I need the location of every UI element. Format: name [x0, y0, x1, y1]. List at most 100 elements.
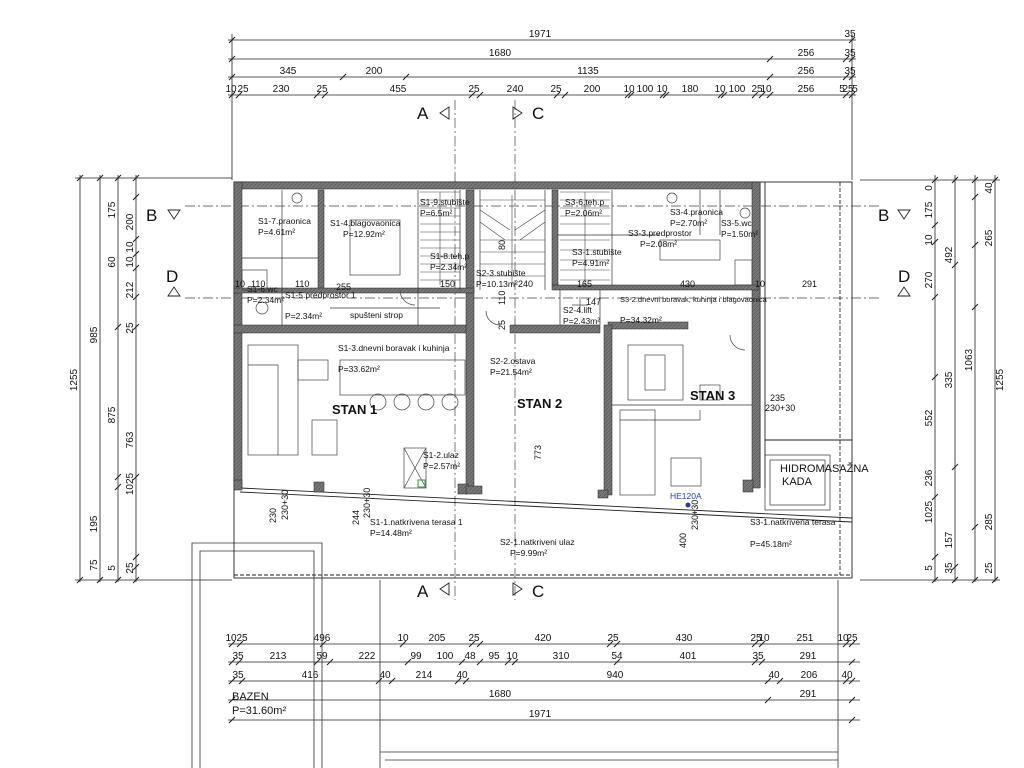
- room-labels: S1-7.praonica P=4.61m² S1-4.blagovaonica…: [247, 197, 836, 558]
- dim-in-230-30c: 230+30: [280, 490, 290, 520]
- dim-in-110c: 110: [497, 291, 507, 305]
- room-s3-5-name: S3-5.wc: [721, 218, 752, 228]
- dim-right-1025: 1025: [924, 500, 935, 523]
- room-s1-6-name: S1-6.wc: [247, 284, 278, 294]
- dim-right-175: 175: [924, 201, 935, 218]
- dim-bot-r2-12: 35: [752, 651, 764, 662]
- dim-in-80: 80: [497, 240, 507, 250]
- dim-top-r4-0: 10: [225, 84, 237, 95]
- dim-bot-r1-0: 10: [225, 633, 237, 644]
- dim-top-r4-3: 25: [316, 84, 328, 95]
- dim-in-235: 235: [770, 393, 785, 403]
- dim-bot-r1-8: 430: [676, 633, 693, 644]
- room-s2-1-name: S2-1.natkriveni ulaz: [500, 537, 575, 547]
- room-s1-1-name: S1-1.natkrivena terasa 1: [370, 517, 463, 527]
- dim-top-r4-17: 256: [798, 84, 815, 95]
- dim-bot-r1-5: 25: [468, 633, 480, 644]
- dim-bot-r2-6: 48: [464, 651, 476, 662]
- dim-in-230: 230: [268, 508, 278, 523]
- section-d-left: D: [166, 267, 178, 286]
- dim-bot-r1-12: 10: [837, 633, 849, 644]
- section-c-bottom: C: [532, 582, 544, 601]
- dim-bot-r3-8: 40: [841, 670, 853, 681]
- dim-in-291: 291: [802, 279, 817, 289]
- dim-bot-r1-11: 251: [797, 633, 814, 644]
- room-s1-3-name: S1-3.dnevni boravak i kuhinja: [338, 343, 450, 353]
- dim-top-1680: 1680: [489, 48, 512, 59]
- room-s2-2-area: P=21.54m²: [490, 367, 532, 377]
- room-s3-2-area: P=34.32m²: [620, 315, 662, 325]
- dim-in-230-30b: 230+30: [362, 488, 372, 518]
- dim-left-875: 875: [107, 406, 118, 423]
- room-s3-3-name: S3-3.predprostor: [628, 228, 692, 238]
- dim-right-157: 157: [944, 531, 955, 548]
- dim-left-5: 5: [107, 565, 118, 571]
- dim-top-35a: 35: [844, 29, 856, 40]
- dim-bot-r1-3: 10: [397, 633, 409, 644]
- dim-bot-r2-5: 100: [437, 651, 454, 662]
- room-s3-4-name: S3-4.praonica: [670, 207, 723, 217]
- room-s2-4-name: S2-4.lift: [563, 305, 592, 315]
- dim-top-r4-2: 230: [273, 84, 290, 95]
- dim-right-40: 40: [984, 182, 995, 194]
- dim-top-256b: 256: [798, 66, 815, 77]
- room-s2-3-area: P=10.13m²: [476, 279, 518, 289]
- room-s3-4-area: P=2.70m²: [670, 218, 707, 228]
- dim-right-1255: 1255: [995, 368, 1006, 391]
- top-dimension-values: 1971 35 1680 256 35 345 200 1135 256 35 …: [225, 29, 858, 95]
- dim-bot-r2-8: 10: [506, 651, 518, 662]
- dim-bot-r2-13: 291: [800, 651, 817, 662]
- hot-tub-label-2: KADA: [782, 476, 813, 488]
- apartment-labels: STAN 1 STAN 2 STAN 3: [332, 388, 735, 417]
- left-dimension-chain: [75, 174, 232, 584]
- section-d-right: D: [898, 267, 910, 286]
- room-s1-1-area: P=14.48m²: [370, 528, 412, 538]
- dim-top-345: 345: [280, 66, 297, 77]
- dim-in-10b: 10: [755, 279, 765, 289]
- dim-top-r4-5: 25: [468, 84, 480, 95]
- dim-in-430: 430: [680, 279, 695, 289]
- right-dimension-values: 0 175 10 270 40 265 1063 1255 492 335 55…: [924, 182, 1006, 574]
- dim-left-1255: 1255: [69, 368, 80, 391]
- dim-bot-r3-6: 40: [768, 670, 780, 681]
- room-s1-3-area: P=33.62m²: [338, 364, 380, 374]
- partitions: [242, 190, 831, 511]
- dim-top-r4-19: 25: [842, 84, 854, 95]
- inner-dimension-values: 255 110 110 150 240 165 147 430 291 10 1…: [235, 240, 817, 548]
- dim-left-75: 75: [89, 559, 100, 571]
- dim-right-552: 552: [924, 409, 935, 426]
- dim-left-10b: 10: [125, 256, 136, 268]
- suspended-ceiling-label: spušteni strop: [350, 310, 403, 320]
- apartment-stan-2: STAN 2: [517, 396, 562, 411]
- walls: [233, 181, 761, 499]
- dim-bot-r2-4: 99: [410, 651, 422, 662]
- he-point-label: HE120A: [670, 491, 702, 501]
- dim-bot-r1-4: 205: [429, 633, 446, 644]
- dim-top-r4-11: 10: [656, 84, 668, 95]
- dim-right-5: 5: [924, 565, 935, 571]
- pool-label: BAZEN: [232, 691, 269, 703]
- room-s2-3-name: S2-3.stubište: [476, 268, 526, 278]
- section-markers: [167, 106, 911, 596]
- dim-bot-r1-9: 25: [750, 633, 762, 644]
- dim-bot-291: 291: [800, 689, 817, 700]
- room-s1-5-name: S1-5.predprostor 1: [285, 290, 356, 300]
- dim-top-r4-4: 455: [390, 84, 407, 95]
- dim-bot-r1-13: 25: [846, 633, 858, 644]
- dim-bot-r1-6: 420: [535, 633, 552, 644]
- dim-bot-1680: 1680: [489, 689, 512, 700]
- dim-top-35c: 35: [844, 66, 856, 77]
- furniture: [241, 192, 753, 496]
- dim-bot-r3-1: 416: [302, 670, 319, 681]
- dim-in-10a: 10: [235, 279, 245, 289]
- dim-top-r4-13: 10: [714, 84, 726, 95]
- dim-right-1063: 1063: [964, 348, 975, 371]
- dim-left-25b: 25: [125, 562, 136, 574]
- room-s3-3-area: P=2.08m²: [640, 239, 677, 249]
- section-a-top: A: [417, 104, 429, 123]
- entry-marker: [417, 479, 426, 488]
- room-s2-2-name: S2-2.ostava: [490, 356, 536, 366]
- dim-bot-r1-10: 10: [758, 633, 770, 644]
- dim-in-244: 244: [351, 510, 361, 525]
